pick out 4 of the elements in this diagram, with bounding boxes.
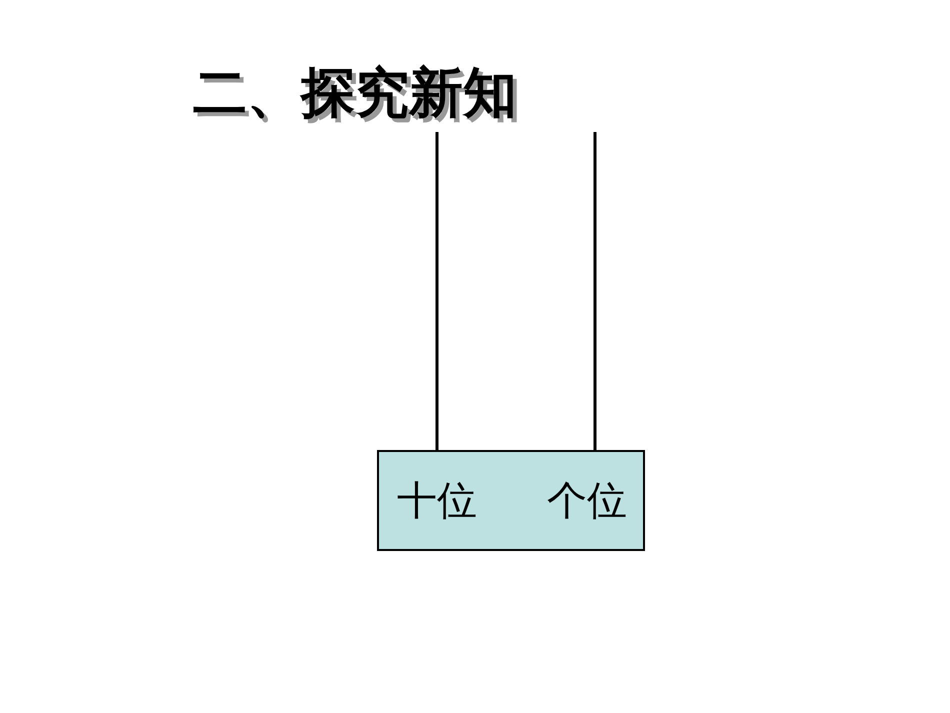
place-label: 十位: [397, 477, 477, 526]
place-value-box: [377, 450, 645, 551]
slide-title: 二、探究新知: [193, 60, 517, 126]
place-label: 个位: [547, 477, 627, 526]
